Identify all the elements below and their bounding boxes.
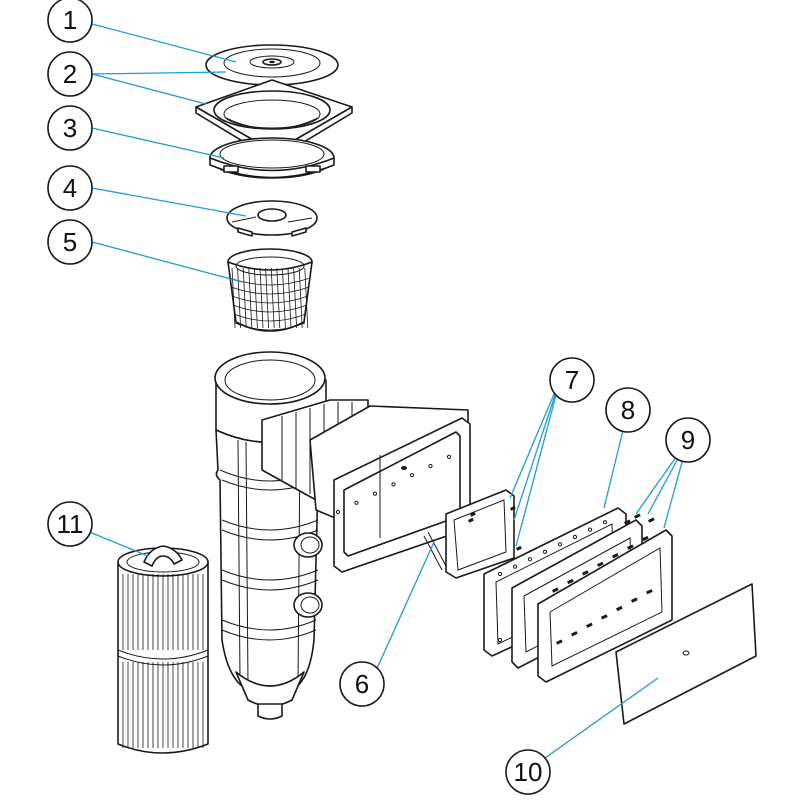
leader-lines (69, 23, 689, 771)
callout-label-1: 1 (63, 5, 77, 35)
callout-label-6: 6 (355, 669, 369, 699)
part-filter-cartridge (117, 545, 209, 754)
callout-label-4: 4 (63, 173, 77, 203)
callout-11: 11 (47, 501, 93, 547)
part-flap (226, 200, 318, 237)
callout-6: 6 (339, 661, 385, 707)
part-face-cover (615, 583, 757, 725)
part-flange-frames (511, 513, 673, 683)
part-lid (205, 44, 339, 86)
callout-9: 9 (665, 417, 711, 463)
callout-10: 10 (505, 749, 551, 795)
callout-5: 5 (47, 219, 93, 265)
callout-1: 1 (47, 0, 93, 43)
part-basket (227, 248, 313, 332)
callout-label-10: 10 (514, 757, 543, 787)
callout-2: 2 (47, 51, 93, 97)
callout-label-9: 9 (681, 425, 695, 455)
callout-label-3: 3 (63, 113, 77, 143)
callout-label-11: 11 (57, 509, 84, 539)
callout-3: 3 (47, 105, 93, 151)
callout-label-2: 2 (63, 59, 77, 89)
callout-label-7: 7 (565, 365, 579, 395)
callout-4: 4 (47, 165, 93, 211)
callout-7: 7 (549, 357, 595, 403)
part-weir-bracket (423, 489, 522, 579)
part-ring-seal (209, 137, 335, 179)
callout-label-5: 5 (63, 227, 77, 257)
callout-label-8: 8 (621, 395, 635, 425)
callout-8: 8 (605, 387, 651, 433)
